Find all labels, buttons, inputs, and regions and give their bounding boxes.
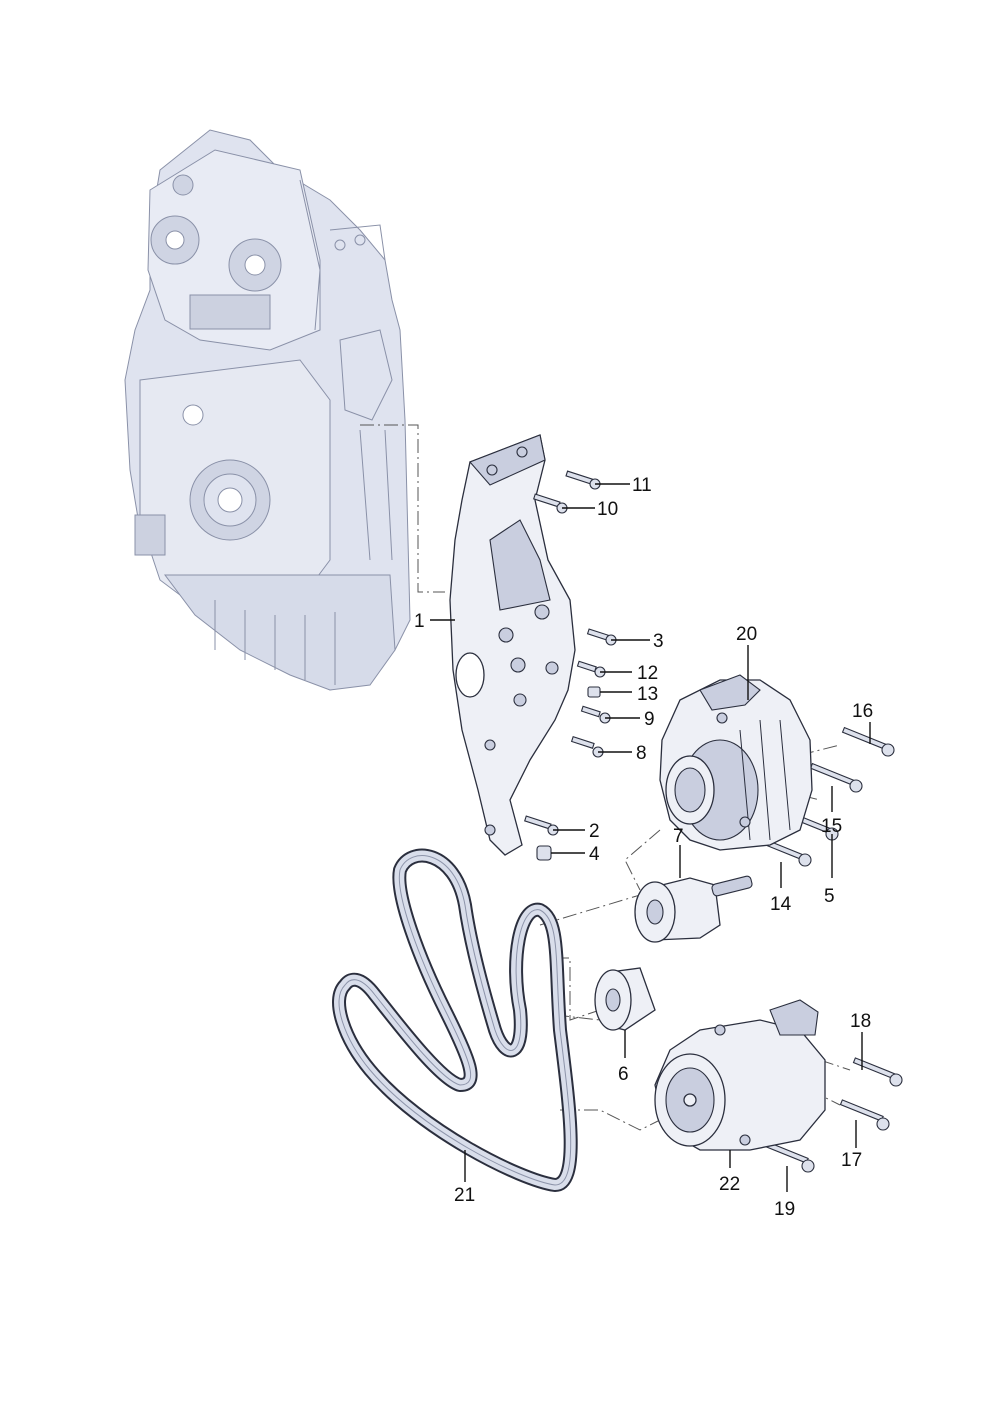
callout-11: 11 [632,475,652,496]
bolt-16 [841,726,895,757]
callout-14: 14 [770,894,792,915]
bushing-13 [587,686,601,698]
callout-16: 16 [852,701,873,722]
bolt-18 [852,1057,903,1087]
callout-9: 9 [644,709,655,730]
drive-belt [332,848,578,1192]
callout-6: 6 [618,1064,629,1085]
bolt-19 [764,1141,815,1173]
bolt-12 [576,660,606,678]
ac-compressor [654,999,826,1151]
bushing-4 [536,845,552,861]
alternator [659,674,813,851]
bolt-15 [809,762,863,793]
callout-labels: 1 2 3 4 5 6 7 8 9 10 11 12 13 14 15 16 1… [414,475,873,1220]
engine-block-illustration [124,129,411,691]
callout-19: 19 [774,1199,795,1220]
bolt-17 [839,1099,890,1131]
leader-lines [430,483,871,1192]
tensioner-pulley [634,875,753,943]
bolt-3 [586,628,617,646]
callout-4: 4 [589,844,600,865]
callout-3: 3 [653,631,664,652]
bolt-2 [524,815,559,836]
alternator-bracket [449,434,576,856]
callout-22: 22 [719,1174,740,1195]
callout-18: 18 [850,1011,871,1032]
callout-7: 7 [673,826,684,847]
idler-pulley [594,967,656,1031]
callout-8: 8 [636,743,647,764]
bracket-bolts [524,470,903,1173]
bolt-11 [565,470,601,490]
callout-20: 20 [736,624,757,645]
bolt-8 [570,736,604,758]
callout-10: 10 [597,499,618,520]
callout-5: 5 [824,886,835,907]
callout-12: 12 [637,663,658,684]
callout-13: 13 [637,684,658,705]
callout-2: 2 [589,821,600,842]
callout-17: 17 [841,1150,862,1171]
callout-15: 15 [821,816,842,837]
bolt-10 [533,493,568,514]
callout-1: 1 [414,611,425,632]
callout-21: 21 [454,1185,475,1206]
bolt-9 [580,705,611,724]
